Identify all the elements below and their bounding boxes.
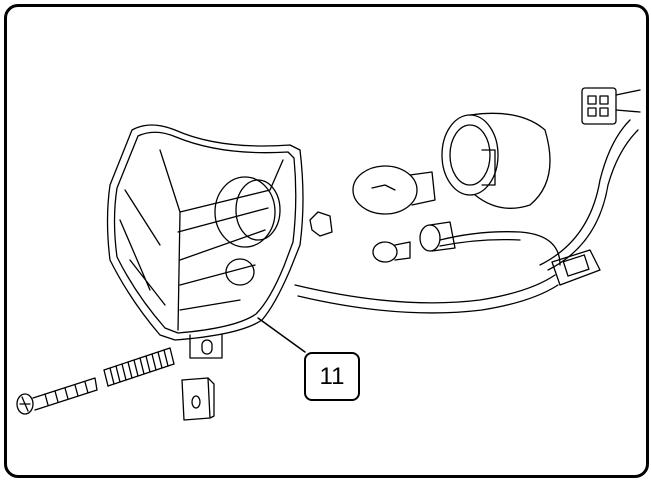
callout-leader-line — [257, 317, 306, 353]
speed-nut-clip — [181, 377, 215, 421]
parking-bulb — [372, 241, 411, 263]
headlight-assembly — [106, 124, 333, 359]
headlight-bulb — [352, 165, 436, 215]
parking-bulb-socket — [419, 221, 456, 252]
connector-plug-upper — [581, 87, 641, 125]
mounting-screw — [16, 377, 98, 415]
wiring-harness — [294, 119, 639, 314]
connector-plug-lower — [551, 249, 601, 286]
part-number-callout: 11 — [304, 352, 360, 401]
bulb-socket-cover — [441, 112, 551, 209]
diagram-frame — [4, 4, 649, 478]
spring — [103, 347, 175, 387]
